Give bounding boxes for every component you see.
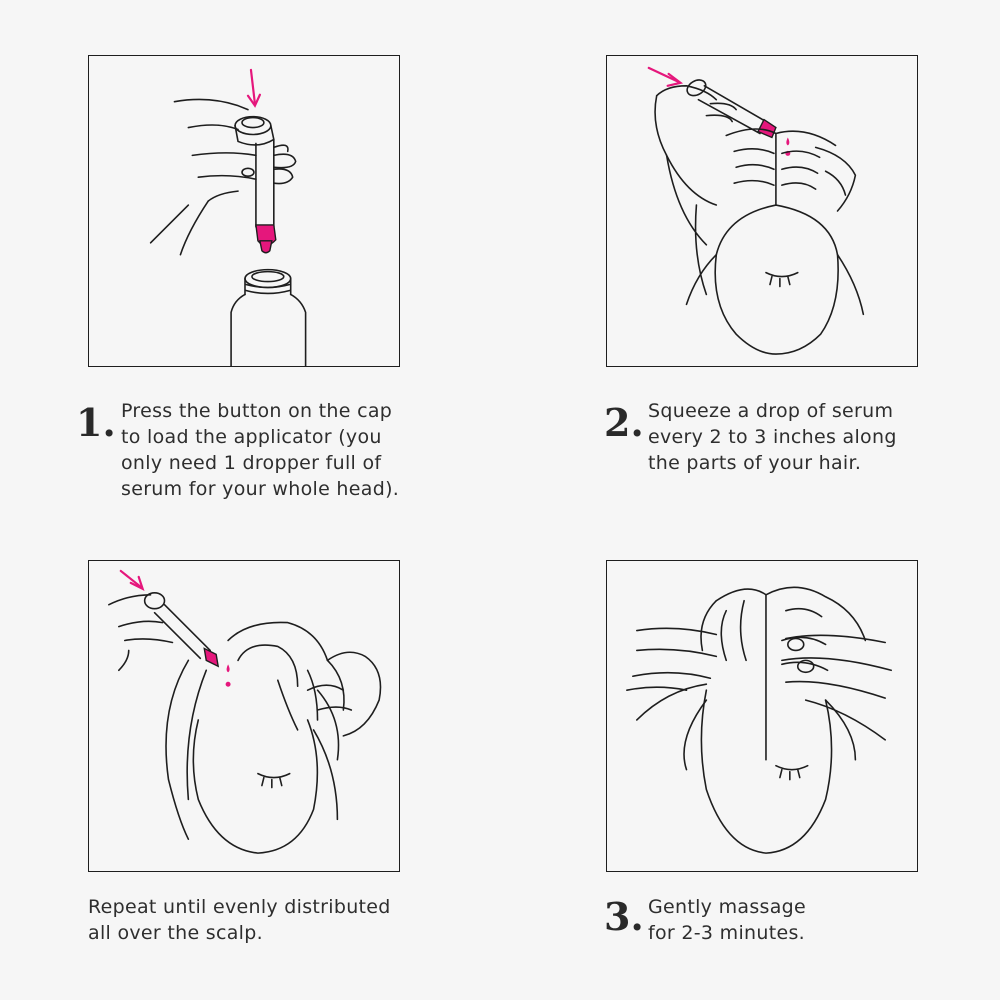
repeat-caption: Repeat until evenly distributed all over… [88,894,391,946]
step-number-3: 3. [604,894,644,939]
caption-line: for 2-3 minutes. [648,922,805,944]
caption-line: serum for your whole head). [121,478,400,500]
caption-line: Press the button on the cap [121,400,393,422]
caption-line: Gently massage [648,896,807,918]
illustration-squeeze-drop [606,55,918,367]
caption-line: every 2 to 3 inches along [648,426,897,448]
caption-line: all over the scalp. [88,922,263,944]
head-massage-illustration [626,586,892,854]
head-side-drop-illustration [108,569,382,854]
illustration-repeat [88,560,400,872]
step-1-caption: Press the button on the cap to load the … [121,398,399,502]
caption-line: only need 1 dropper full of [121,452,382,474]
caption-line: the parts of your hair. [648,452,862,474]
step-number-1: 1. [76,400,116,445]
step-number-2: 2. [604,400,644,445]
caption-line: Repeat until evenly distributed [88,896,391,918]
step-3-caption: Gently massage for 2-3 minutes. [648,894,806,946]
dropper-bottle-illustration [149,68,307,366]
step-2-caption: Squeeze a drop of serum every 2 to 3 inc… [648,398,897,476]
head-part-drop-illustration [647,66,865,355]
caption-line: Squeeze a drop of serum [648,400,894,422]
illustration-massage [606,560,918,872]
caption-line: to load the applicator (you [121,426,382,448]
illustration-load-applicator [88,55,400,367]
